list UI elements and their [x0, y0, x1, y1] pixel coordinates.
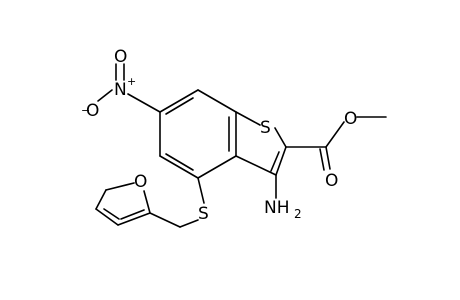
bond [235, 111, 261, 126]
nitro-plus-charge: + [127, 75, 136, 88]
bond [197, 177, 205, 204]
bond [127, 93, 161, 113]
double-bond-inner [165, 153, 194, 171]
bond [117, 212, 151, 226]
atom-sulfur-thioether: S [198, 204, 209, 224]
bond [159, 89, 199, 113]
bond [105, 182, 135, 191]
double-bond-inner [270, 151, 280, 172]
bond [179, 219, 199, 228]
furan-ring [95, 182, 151, 226]
bond [95, 189, 107, 210]
atom-oxygen-ester: O [344, 109, 357, 129]
amine-subscript: 2 [294, 207, 302, 221]
bond [197, 155, 237, 179]
atom-sulfur-ring: S [260, 118, 271, 138]
atom-oxygen-furan: O [134, 172, 147, 192]
double-bond-inner [165, 97, 194, 115]
double-bond-inner [103, 208, 120, 220]
atom-oxygen-nitro-minus: O [86, 101, 99, 121]
ester-group [285, 116, 387, 171]
thiophene-ring [235, 111, 287, 176]
atom-oxygen-carbonyl: O [325, 171, 338, 191]
bond [197, 89, 237, 113]
atom-oxygen-nitro-top: O [114, 47, 127, 67]
bond [325, 146, 331, 170]
bond [159, 155, 199, 179]
bond [275, 146, 287, 176]
nitro-group [97, 63, 161, 113]
bond [143, 190, 151, 214]
bond [149, 212, 181, 228]
atom-nitrogen-amine: NH [264, 198, 290, 218]
bond [95, 208, 119, 226]
double-bond-inner [120, 209, 145, 220]
bond [319, 148, 325, 171]
thioether-linker [149, 177, 205, 228]
benzene-ring [159, 89, 237, 179]
nitro-minus-charge: − [81, 104, 90, 117]
bond [97, 89, 113, 102]
atom-nitrogen-nitro: N [114, 80, 127, 100]
bond [325, 121, 345, 148]
bond [235, 155, 277, 176]
bond [274, 127, 287, 148]
